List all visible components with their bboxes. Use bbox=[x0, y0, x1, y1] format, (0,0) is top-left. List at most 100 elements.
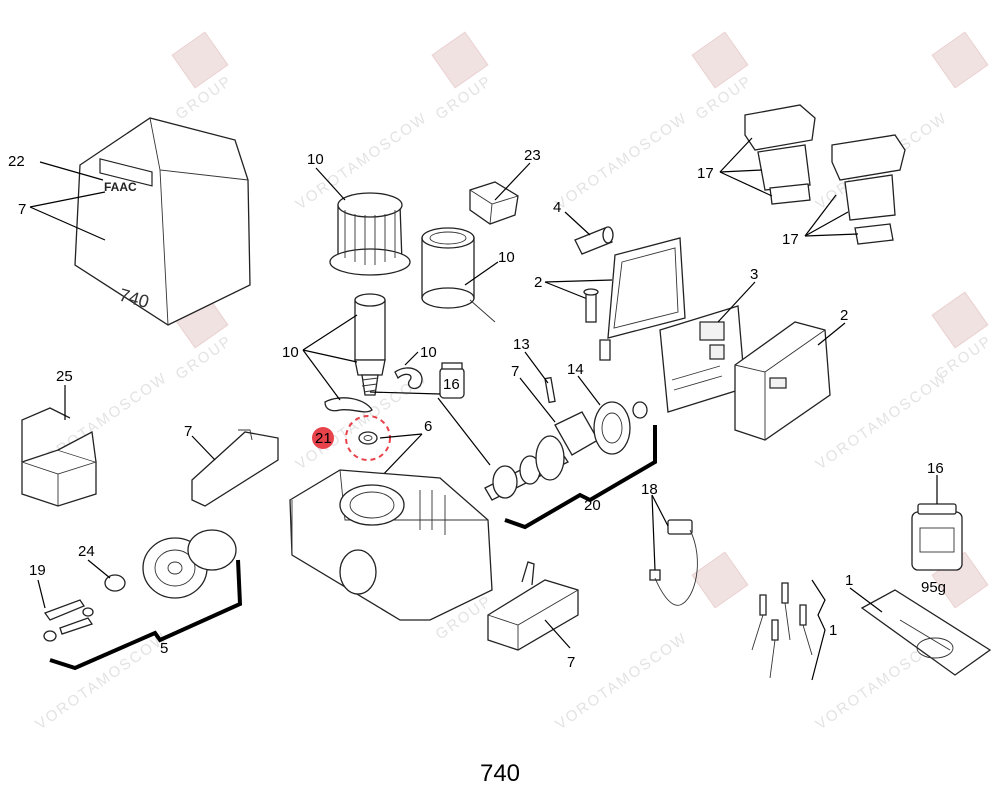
lock-key bbox=[43, 599, 85, 621]
packaging-box bbox=[21, 407, 97, 507]
pin-13 bbox=[544, 376, 556, 404]
motor-cover: FAAC 740 bbox=[74, 117, 251, 326]
fixing-screw bbox=[583, 288, 599, 323]
callout-10-left: 10 bbox=[282, 344, 299, 361]
brace-1 bbox=[811, 579, 826, 681]
highlight-badge bbox=[312, 427, 334, 449]
leader-6 bbox=[379, 433, 423, 439]
watermark-logo bbox=[431, 31, 489, 89]
callout-19: 19 bbox=[29, 562, 46, 579]
callout-18: 18 bbox=[641, 481, 658, 498]
leader-14 bbox=[577, 375, 601, 406]
motor-stator bbox=[421, 227, 496, 323]
watermark-text: VOROTAMOSCOW bbox=[813, 369, 951, 473]
limit-pins bbox=[751, 582, 813, 679]
bracket-5 bbox=[49, 559, 243, 671]
highlight-ring bbox=[345, 415, 391, 461]
connector-module bbox=[469, 181, 519, 225]
watermark-logo bbox=[931, 31, 989, 89]
leader-6-b bbox=[377, 433, 423, 481]
capacitor bbox=[574, 226, 614, 255]
leader-17-top-b bbox=[719, 169, 763, 173]
leader-18-a bbox=[651, 494, 669, 527]
callout-7-bottom: 7 bbox=[567, 654, 575, 671]
base-plate bbox=[860, 589, 992, 676]
callout-23: 23 bbox=[524, 147, 541, 164]
callout-10-top: 10 bbox=[307, 151, 324, 168]
callout-14: 14 bbox=[567, 361, 584, 378]
leader-22 bbox=[39, 161, 104, 181]
release-knob bbox=[142, 529, 237, 599]
leader-1-plate bbox=[849, 587, 883, 613]
callout-25: 25 bbox=[56, 368, 73, 385]
callout-22: 22 bbox=[8, 153, 25, 170]
leader-10-ring bbox=[404, 351, 419, 366]
leader-18-b bbox=[651, 494, 656, 571]
callout-10-ring: 10 bbox=[420, 344, 437, 361]
electronics-box bbox=[734, 321, 831, 441]
watermark-logo bbox=[931, 291, 989, 349]
watermark-text: VOROTAMOSCOW bbox=[33, 629, 171, 733]
small-parts bbox=[43, 574, 126, 642]
gearbox-housing bbox=[289, 469, 493, 621]
leader-2-board-a bbox=[544, 279, 613, 283]
bracket-20 bbox=[504, 425, 657, 530]
watermark-text: VOROTAMOSCOW bbox=[553, 109, 691, 213]
leader-4 bbox=[564, 211, 591, 236]
callout-24: 24 bbox=[78, 543, 95, 560]
leader-23 bbox=[494, 162, 531, 201]
leader-7-gear bbox=[519, 377, 556, 423]
callout-4: 4 bbox=[553, 199, 561, 216]
control-board-plate bbox=[599, 237, 686, 361]
leader-13 bbox=[524, 351, 549, 384]
leader-17-top-c bbox=[719, 171, 773, 197]
callout-2-board: 2 bbox=[534, 274, 542, 291]
leader-7-bracket bbox=[191, 435, 216, 461]
leader-10-left-a bbox=[302, 314, 358, 351]
callout-16-large: 16 bbox=[927, 460, 944, 477]
watermark-logo bbox=[171, 31, 229, 89]
cover-logo-plate: FAAC bbox=[99, 158, 153, 194]
limit-switch-upper bbox=[744, 104, 816, 205]
motor-washers bbox=[324, 367, 423, 413]
knob-gasket bbox=[187, 529, 237, 571]
leader-16-small bbox=[369, 391, 441, 395]
grease-jar-small bbox=[439, 362, 465, 399]
callout-3: 3 bbox=[750, 266, 758, 283]
leader-16-to-gear bbox=[437, 397, 491, 466]
cover-logo-text: FAAC bbox=[104, 180, 137, 194]
motor-assembly bbox=[329, 192, 411, 276]
leader-7-cover-a bbox=[29, 191, 106, 208]
model-title: 740 bbox=[479, 760, 521, 787]
leader-7-bottom bbox=[544, 619, 571, 649]
leader-3 bbox=[717, 281, 756, 323]
leader-10-top bbox=[315, 167, 346, 201]
callout-7-gear: 7 bbox=[511, 363, 519, 380]
leader-17-top-a bbox=[719, 137, 753, 173]
watermark-text: VOROTAMOSCOW bbox=[553, 629, 691, 733]
watermark-logo bbox=[691, 551, 749, 609]
motor-rotor bbox=[354, 293, 386, 396]
callout-16-jar: 16 bbox=[443, 376, 460, 393]
callout-2-box: 2 bbox=[840, 307, 848, 324]
callout-6: 6 bbox=[424, 418, 432, 435]
callout-7-cover: 7 bbox=[18, 201, 26, 218]
callout-5: 5 bbox=[160, 640, 168, 657]
callout-1-pins: 1 bbox=[829, 622, 837, 639]
leader-10-right bbox=[464, 261, 499, 286]
foundation-bracket bbox=[487, 561, 579, 651]
leader-2-board-b bbox=[544, 281, 591, 301]
leader-17-bottom-a bbox=[804, 194, 837, 237]
output-shaft-assembly bbox=[484, 411, 599, 501]
leader-7-cover-b bbox=[29, 206, 106, 241]
washer-part-21 bbox=[345, 415, 391, 461]
callout-7-bracket: 7 bbox=[184, 423, 192, 440]
callout-17-bottom: 17 bbox=[782, 231, 799, 248]
leader-10-left-c bbox=[302, 349, 341, 401]
release-lock bbox=[104, 574, 126, 592]
callout-17-top: 17 bbox=[697, 165, 714, 182]
leader-2-box bbox=[817, 322, 846, 346]
jar-weight-label: 95g bbox=[921, 579, 946, 596]
limit-switch-lower bbox=[831, 134, 906, 245]
washer bbox=[82, 607, 94, 617]
